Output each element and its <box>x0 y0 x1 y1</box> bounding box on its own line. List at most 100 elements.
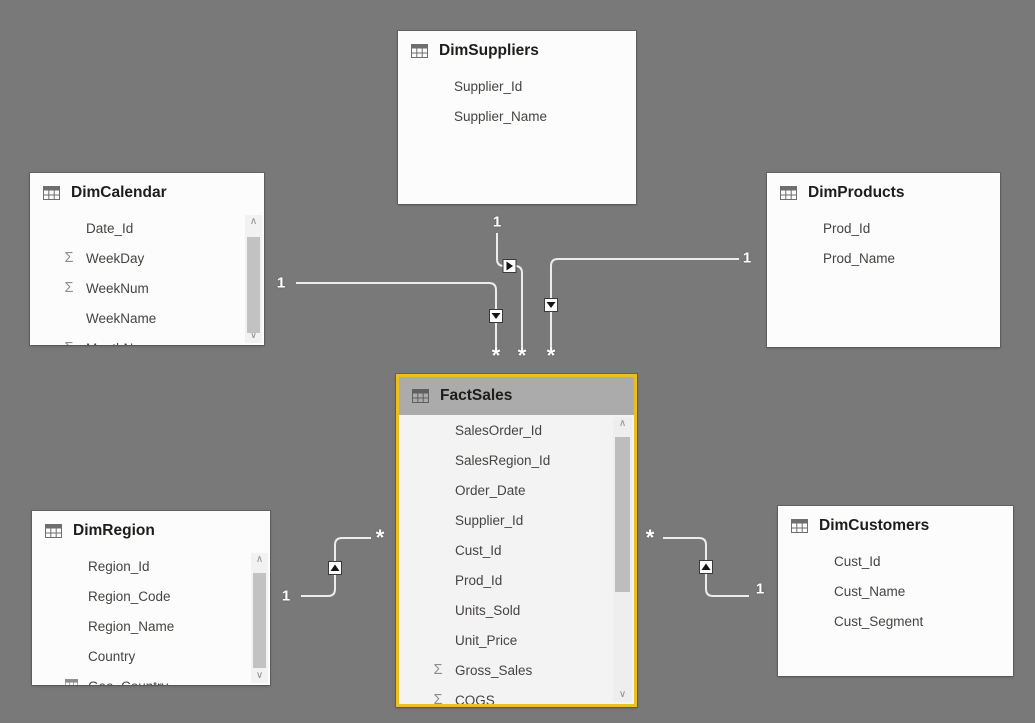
field-label: Cust_Id <box>455 542 502 558</box>
cardinality-many-customers: * <box>645 525 655 550</box>
scroll-up-icon[interactable]: ∧ <box>618 418 627 429</box>
field-row-weekname[interactable]: WeekName <box>30 303 264 333</box>
field-label: Gross_Sales <box>455 662 533 678</box>
field-row-country[interactable]: Country <box>32 641 270 671</box>
field-list: Date_IdΣWeekDayΣWeekNumWeekNameΣMonthNum <box>30 213 264 346</box>
field-row-salesregion_id[interactable]: SalesRegion_Id <box>399 445 634 475</box>
relationship-line-products-factsales <box>550 258 739 351</box>
cardinality-one-customers: 1 <box>755 580 765 598</box>
field-label: MonthNum <box>86 341 152 346</box>
table-icon <box>780 186 797 200</box>
field-row-supplier_name[interactable]: Supplier_Name <box>398 101 636 131</box>
table-header[interactable]: DimCustomers <box>778 506 1013 546</box>
table-title: DimSuppliers <box>439 42 539 59</box>
cardinality-many-region: * <box>375 525 385 550</box>
field-row-region_id[interactable]: Region_Id <box>32 551 270 581</box>
field-label: Cust_Id <box>834 553 881 569</box>
cardinality-many-products: * <box>546 343 556 368</box>
vertical-scrollbar[interactable]: ∧ ∨ <box>613 417 632 702</box>
field-row-cogs[interactable]: Σ COGS <box>399 685 634 705</box>
field-row-unit_price[interactable]: Unit_Price <box>399 625 634 655</box>
field-label: COGS <box>455 692 495 705</box>
field-list: Region_IdRegion_CodeRegion_NameCountryGe… <box>32 551 270 685</box>
table-title: DimCalendar <box>71 184 167 201</box>
field-row-region_code[interactable]: Region_Code <box>32 581 270 611</box>
table-header[interactable]: DimSuppliers <box>398 31 636 71</box>
field-label: Cust_Segment <box>834 613 924 629</box>
field-row-gross_sales[interactable]: Σ Gross_Sales <box>399 655 634 685</box>
field-label: Region_Name <box>88 618 175 634</box>
scroll-down-icon[interactable]: ∨ <box>255 670 264 681</box>
vertical-scrollbar[interactable]: ∧ ∨ <box>251 553 268 683</box>
table-header[interactable]: FactSales <box>399 377 634 415</box>
table-header[interactable]: DimRegion <box>32 511 270 551</box>
filter-direction-arrow-up[interactable] <box>328 561 342 575</box>
sigma-icon: Σ <box>433 691 443 704</box>
scroll-up-icon[interactable]: ∧ <box>255 554 264 565</box>
filter-direction-arrow-down[interactable] <box>489 309 503 323</box>
table-title: DimProducts <box>808 184 905 201</box>
field-label: WeekNum <box>86 280 149 296</box>
field-row-monthnum[interactable]: Σ MonthNum <box>30 333 264 346</box>
cardinality-one-region: 1 <box>281 587 291 605</box>
field-label: Supplier_Id <box>455 512 524 528</box>
field-row-prod_id[interactable]: Prod_Id <box>767 213 1000 243</box>
field-row-order_date[interactable]: Order_Date <box>399 475 634 505</box>
field-row-cust_id[interactable]: Cust_Id <box>399 535 634 565</box>
field-label: Cust_Name <box>834 583 906 599</box>
vertical-scrollbar[interactable]: ∧ ∨ <box>245 215 262 343</box>
field-row-units_sold[interactable]: Units_Sold <box>399 595 634 625</box>
scroll-down-icon[interactable]: ∨ <box>249 330 258 341</box>
table-header[interactable]: DimProducts <box>767 173 1000 213</box>
field-label: Prod_Id <box>455 572 503 588</box>
table-icon <box>43 186 60 200</box>
field-label: Prod_Name <box>823 250 896 266</box>
field-row-supplier_id[interactable]: Supplier_Id <box>398 71 636 101</box>
field-row-prod_id[interactable]: Prod_Id <box>399 565 634 595</box>
relationship-line-suppliers-factsales <box>496 233 523 351</box>
scrollbar-thumb[interactable] <box>247 237 260 333</box>
cardinality-one-calendar: 1 <box>276 274 286 292</box>
table-header[interactable]: DimCalendar <box>30 173 264 213</box>
scroll-up-icon[interactable]: ∧ <box>249 216 258 227</box>
filter-direction-arrow-down[interactable] <box>544 298 558 312</box>
sigma-icon: Σ <box>58 341 80 345</box>
cardinality-one-products: 1 <box>742 249 752 267</box>
field-row-geo_country[interactable]: Geo_Country <box>32 671 270 685</box>
table-title: FactSales <box>440 387 513 404</box>
scrollbar-thumb[interactable] <box>615 437 630 592</box>
field-label: Geo_Country <box>88 679 168 686</box>
field-label: Units_Sold <box>455 602 521 618</box>
table-icon <box>791 519 808 533</box>
sigma-icon: Σ <box>433 661 443 678</box>
filter-direction-arrow-right[interactable] <box>502 259 517 273</box>
sigma-icon: Σ <box>64 249 74 266</box>
field-row-cust_segment[interactable]: Cust_Segment <box>778 606 1013 636</box>
field-row-region_name[interactable]: Region_Name <box>32 611 270 641</box>
field-label: Supplier_Id <box>454 78 523 94</box>
filter-direction-arrow-up[interactable] <box>699 560 713 574</box>
scrollbar-thumb[interactable] <box>253 573 266 668</box>
field-row-prod_name[interactable]: Prod_Name <box>767 243 1000 273</box>
field-row-date_id[interactable]: Date_Id <box>30 213 264 243</box>
field-label: SalesRegion_Id <box>455 452 551 468</box>
field-row-cust_id[interactable]: Cust_Id <box>778 546 1013 576</box>
scroll-down-icon[interactable]: ∨ <box>618 689 627 700</box>
field-row-cust_name[interactable]: Cust_Name <box>778 576 1013 606</box>
field-row-salesorder_id[interactable]: SalesOrder_Id <box>399 415 634 445</box>
field-row-supplier_id[interactable]: Supplier_Id <box>399 505 634 535</box>
field-label: Unit_Price <box>455 632 518 648</box>
